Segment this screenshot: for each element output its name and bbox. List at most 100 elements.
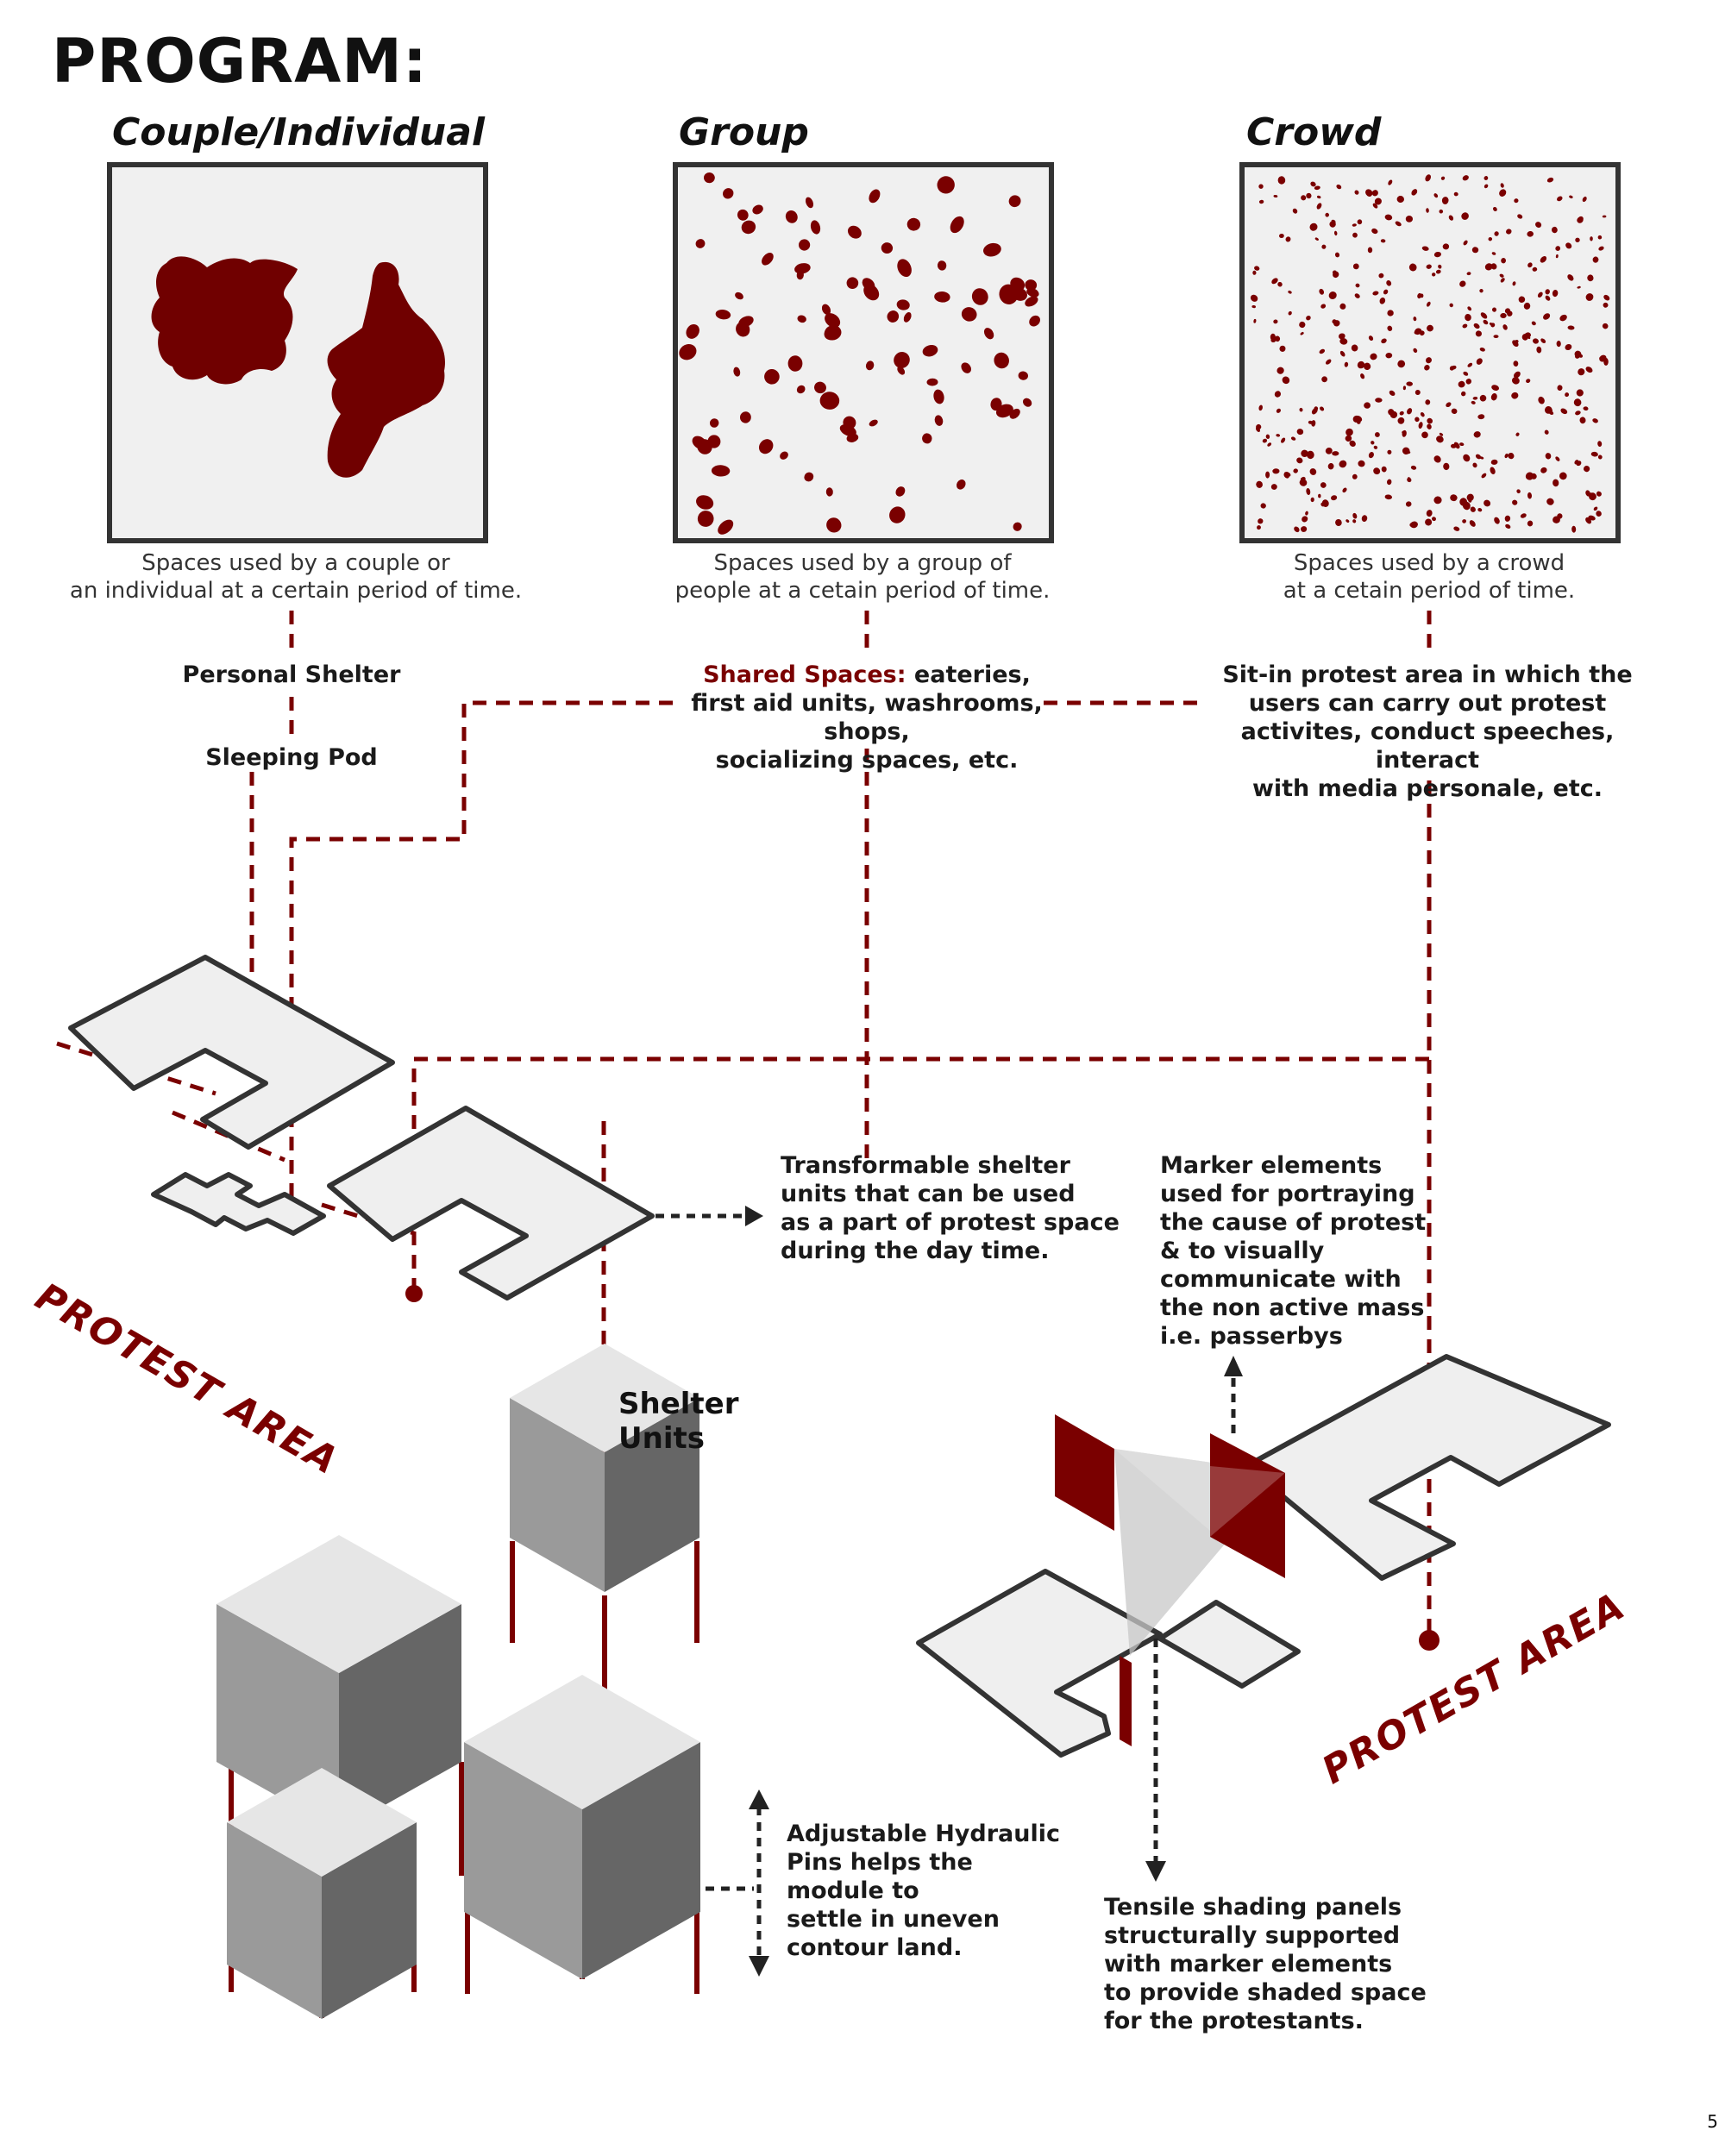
crowd-person-mark [1508, 452, 1515, 460]
crowd-person-mark [1557, 196, 1563, 202]
crowd-person-mark [810, 220, 821, 235]
crowd-person-mark [1476, 358, 1483, 365]
crowd-person-mark [737, 209, 749, 221]
crowd-person-mark [1258, 184, 1264, 189]
crowd-person-mark [1576, 389, 1584, 397]
crowd-person-mark [990, 398, 1002, 411]
crowd-person-mark [736, 322, 750, 337]
crowd-person-mark [1527, 230, 1534, 237]
crowd-person-mark [1494, 231, 1499, 236]
crowd-person-mark [1467, 362, 1473, 367]
crowd-person-mark [1414, 417, 1420, 423]
crowd-person-mark [1316, 203, 1322, 210]
crowd-person-mark [1585, 367, 1593, 373]
crowd-person-mark [814, 381, 826, 394]
crowd-person-mark [1380, 239, 1386, 243]
crowd-person-mark [1451, 408, 1458, 415]
crowd-person-mark [887, 310, 900, 323]
crowd-person-mark [827, 394, 838, 404]
crowd-person-mark [1282, 376, 1290, 385]
crowd-person-mark [1413, 348, 1418, 354]
crowd-person-mark [1491, 307, 1497, 312]
crowd-person-mark [1270, 484, 1277, 490]
crowd-person-mark [926, 378, 938, 386]
crowd-person-mark [1500, 278, 1505, 283]
crowd-person-mark [1431, 273, 1436, 277]
crowd-person-mark [1381, 466, 1387, 473]
crowd-person-mark [1025, 279, 1038, 291]
crowd-person-mark [1421, 246, 1429, 251]
crowd-person-mark [1281, 437, 1286, 443]
crowd-person-mark [1433, 251, 1441, 258]
sleeping-pod [151, 1172, 326, 1236]
crowd-person-mark [1552, 290, 1559, 298]
crowd-person-mark [1557, 385, 1563, 391]
crowd-person-mark [1490, 467, 1496, 475]
crowd-person-mark [1425, 518, 1433, 526]
hydraulic-arrow [706, 1789, 769, 1977]
shelter-box-top [510, 1344, 699, 1452]
crowd-person-mark [889, 506, 906, 523]
crowd-person-mark [1520, 513, 1527, 518]
crowd-person-mark [1465, 314, 1471, 322]
crowd-person-mark [1462, 175, 1469, 181]
crowd-person-mark [1279, 233, 1284, 239]
crowd-person-mark [821, 304, 831, 315]
crowd-person-mark [1573, 398, 1582, 407]
crowd-person-mark [1277, 176, 1286, 185]
crowd-person-mark [1352, 519, 1357, 523]
crowd-person-mark [1505, 523, 1511, 529]
crowd-person-mark [1387, 325, 1393, 331]
crowd-person-mark [1321, 244, 1327, 249]
crowd-person-mark [1371, 441, 1375, 445]
crowd-person-mark [1267, 442, 1272, 447]
crowd-person-mark [695, 239, 706, 248]
crowd-person-mark [1484, 176, 1489, 180]
crowd-person-mark [1578, 216, 1584, 221]
crowd-person-mark [1551, 226, 1558, 234]
label-personal-shelter: Personal Shelter [182, 661, 401, 688]
c-shape-lower [327, 1106, 655, 1300]
crowd-person-mark [1490, 392, 1497, 401]
crowd-person-mark [1339, 337, 1348, 345]
crowd-person-mark [1571, 525, 1577, 533]
crowd-person-mark [1590, 451, 1598, 457]
crowd-person-mark [1305, 511, 1308, 516]
crowd-person-mark [895, 486, 906, 497]
crowd-person-mark [1270, 333, 1276, 341]
crowd-person-mark [881, 242, 894, 254]
crowd-person-mark [1417, 292, 1422, 299]
crowd-person-mark [1502, 324, 1508, 330]
crowd-person-mark [1449, 303, 1453, 308]
crowd-person-mark [722, 188, 734, 199]
crowd-person-mark [1499, 273, 1504, 278]
crowd-person-mark [1458, 380, 1465, 388]
tensile-arrow [1145, 1639, 1166, 1882]
crowd-person-mark [1342, 487, 1347, 493]
crowd-person-mark [1540, 467, 1547, 473]
crowd-person-mark [796, 385, 806, 394]
crowd-person-mark [1531, 321, 1536, 326]
crowd-person-mark [1481, 473, 1487, 479]
crowd-person-mark [1372, 203, 1378, 209]
crowd-person-mark [1521, 334, 1528, 341]
crowd-person-mark [1436, 436, 1444, 443]
crowd-person-mark [1501, 258, 1507, 264]
crowd-person-mark [1251, 304, 1256, 309]
label-shared-spaces: Shared Spaces: eateries, first aid units… [691, 661, 1043, 774]
individual-blob [327, 261, 445, 478]
crowd-person-mark [1480, 312, 1488, 319]
crowd-person-mark [798, 239, 811, 251]
crowd-person-mark [797, 315, 806, 323]
marker-elements [1055, 1414, 1285, 1746]
crowd-person-mark [1427, 423, 1432, 429]
c-shape-upper [68, 955, 395, 1150]
crowd-person-mark [1582, 196, 1587, 203]
crowd-person-mark [1426, 510, 1433, 517]
crowd-person-mark [1276, 408, 1281, 413]
crowd-person-mark [1475, 454, 1482, 460]
crowd-person-mark [1320, 502, 1326, 507]
